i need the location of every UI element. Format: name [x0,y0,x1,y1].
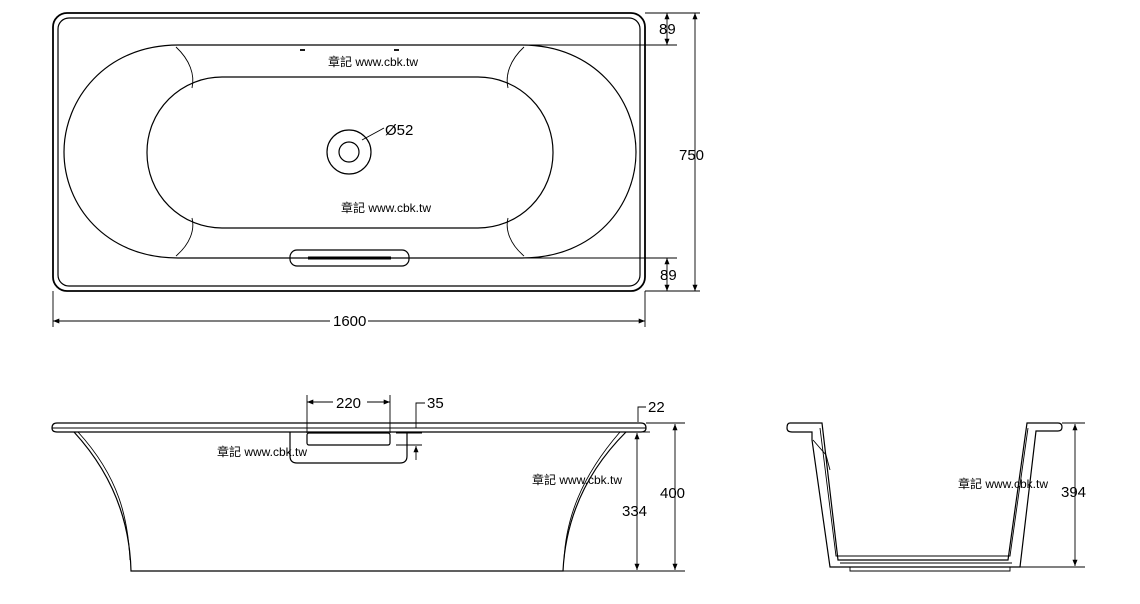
dim-leader-22 [637,406,646,422]
inner-rim-outline [57,17,641,287]
dim-label-220: 220 [336,395,361,412]
backrest-curve-br [506,217,525,257]
front-overflow-housing [289,432,408,464]
front-body-outline [73,431,627,572]
front-view: 220 35 22 334 400 章記 www.cbk.tw 章記 www.c… [51,394,685,572]
front-inner-right [563,431,621,561]
drain-outer-ring [326,129,372,175]
watermark-top-1: 章記 www.cbk.tw [328,54,418,69]
side-shell-outer [786,422,1063,568]
drain-leader [361,127,385,141]
basin-inner-floor [146,76,554,229]
drain-diameter-label: Ø52 [385,122,413,139]
side-feet [849,567,1011,572]
side-view: 394 章記 www.cbk.tw [786,422,1086,572]
dim-label-22: 22 [648,399,665,416]
watermark-front-1: 章記 www.cbk.tw [217,444,307,459]
dim-label-400: 400 [660,485,685,502]
dim-label-89-bottom: 89 [660,267,677,284]
dim-label-1600: 1600 [333,313,366,330]
dim-label-750: 750 [679,147,704,164]
dim-leader-35 [415,402,425,428]
overflow-outer [289,249,410,267]
front-rim-top [51,422,647,433]
dim-label-394: 394 [1061,484,1086,501]
drain-inner-ring [338,141,360,163]
front-overflow-cover [306,432,391,446]
backrest-curve-tl [175,46,194,89]
watermark-side: 章記 www.cbk.tw [958,476,1048,491]
dim-label-334: 334 [622,503,647,520]
watermark-top-2: 章記 www.cbk.tw [341,200,431,215]
dim-label-89-top: 89 [659,21,676,38]
backrest-curve-tr [506,46,525,89]
top-view: Ø52 89 750 89 1600 章記 www.cbk.tw 章記 www.… [52,12,704,330]
watermark-front-2: 章記 www.cbk.tw [532,472,622,487]
side-shell-inner [819,427,1029,557]
dim-label-35: 35 [427,395,444,412]
side-rim-step [812,439,831,471]
backrest-curve-bl [175,217,194,257]
front-inner-left [77,431,131,561]
outer-rim-outline [52,12,646,292]
